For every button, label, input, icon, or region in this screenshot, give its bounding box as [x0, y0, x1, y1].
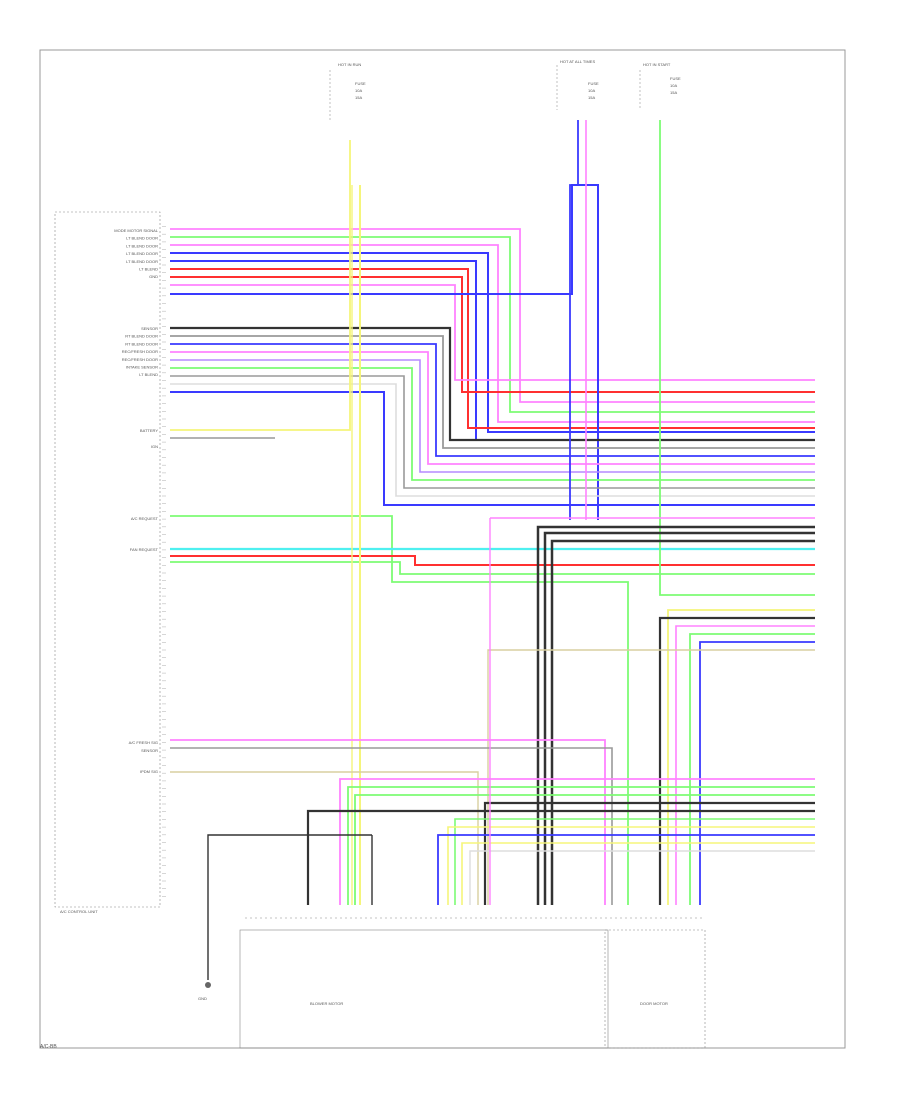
wire-blue: [170, 391, 815, 506]
wire-blue: [437, 834, 815, 905]
pin-label-top: LT BLEND DOOR: [126, 259, 158, 264]
wire-blue: [569, 120, 579, 520]
left-control-unit-box: [54, 211, 161, 908]
pin-label-mid: RT BLEND DOOR: [125, 341, 158, 346]
top-fuse-2-title: HOT AT ALL TIMES: [560, 59, 595, 64]
top-fuse-1-title: HOT IN RUN: [338, 62, 361, 67]
wire-gray: [170, 747, 613, 905]
pin-label-mid: SENSOR: [141, 326, 158, 331]
pin-label-mid: LT BLEND: [139, 372, 158, 377]
wire-black: [306, 809, 815, 905]
wire-blue: [170, 260, 815, 441]
left-unit-title: A/C CONTROL UNIT: [60, 909, 98, 914]
wire-violet: [170, 359, 815, 473]
wire-green: [170, 515, 629, 905]
wire-white: [170, 383, 815, 497]
wire-pink: [170, 284, 815, 381]
wire-tan: [170, 771, 479, 905]
wire-pink: [170, 228, 815, 403]
pin-label-top: LT BLEND DOOR: [126, 236, 158, 241]
pin-label-other: IPDM SIG: [140, 769, 158, 774]
wire-gray: [170, 375, 815, 489]
wire-yellow: [447, 826, 815, 905]
wire-green: [354, 794, 815, 905]
fuse-line: 10A: [355, 88, 362, 93]
pin-label-other: BATTERY: [140, 428, 158, 433]
wire-tan: [487, 649, 815, 905]
wire-pink: [170, 739, 606, 905]
wire-pink: [170, 351, 815, 465]
pin-label-mid: INTAKE SENSOR: [126, 365, 158, 370]
wire-gray: [170, 335, 815, 449]
pin-label-top: LT BLEND DOOR: [126, 243, 158, 248]
pin-label-other: A/C FRESH SIG: [129, 740, 158, 745]
fuse-line: 10A: [670, 83, 677, 88]
fuse-line: 15A: [355, 95, 362, 100]
wire-white: [469, 850, 815, 905]
component-layer: [54, 65, 706, 1049]
wire-green: [689, 633, 815, 905]
fuse-line: 15A: [670, 90, 677, 95]
wire-pink: [170, 244, 815, 423]
bottom-box-label-1: BLOWER MOTOR: [310, 1001, 343, 1006]
wire-pink: [339, 778, 815, 905]
pin-label-top: LT BLEND DOOR: [126, 251, 158, 256]
fuse-line: FUSE: [670, 76, 681, 81]
wire-red: [170, 555, 815, 566]
wire-yellow: [667, 609, 815, 905]
top-fuse-3-title: HOT IN START: [643, 62, 671, 67]
bottom-connector-box-right: [604, 929, 706, 1049]
ground-label: GND: [198, 996, 207, 1001]
pin-label-top: LT BLEND: [139, 267, 158, 272]
wire-ground: [207, 834, 372, 980]
wire-black: [483, 801, 815, 905]
wire-black: [543, 531, 815, 905]
bottom-box-label-2: DOOR MOTOR: [640, 1001, 668, 1006]
pin-label-other: FAN REQUEST: [130, 547, 159, 552]
fuse-line: FUSE: [355, 81, 366, 86]
pin-label-mid: REC/FRESH DOOR: [122, 349, 158, 354]
wire-blue: [699, 641, 815, 905]
wire-red: [170, 268, 815, 429]
pin-label-top: MODE MOTOR SIGNAL: [114, 228, 158, 233]
bottom-connector-box-left: [239, 929, 609, 1049]
ground-symbol: [205, 982, 211, 988]
fuse-line: 15A: [588, 95, 595, 100]
wire-green: [659, 120, 815, 596]
pin-label-mid: REC/FRESH DOOR: [122, 357, 158, 362]
label-layer: A/C CONTROL UNIT HOT IN RUN HOT AT ALL T…: [60, 59, 681, 1006]
wire-green: [170, 236, 815, 413]
wire-black: [658, 616, 815, 905]
pin-label-other: IGN: [151, 444, 158, 449]
wire-green: [170, 367, 815, 481]
wire-layer: [162, 120, 815, 980]
wire-yellow: [461, 842, 815, 905]
fuse-line: 10A: [588, 88, 595, 93]
fuse-line: FUSE: [588, 81, 599, 86]
wire-blue: [170, 252, 815, 433]
wire-green: [170, 561, 815, 575]
wire-pink: [675, 625, 815, 905]
wire-blue: [170, 343, 815, 457]
wire-green: [347, 786, 815, 905]
pin-label-other: A/C REQUEST: [131, 516, 159, 521]
wire-black: [170, 326, 815, 442]
footer-code: A/C-BB: [40, 1044, 57, 1050]
wire-black: [550, 539, 815, 905]
wire-red: [170, 276, 815, 393]
pin-label-other: SENSOR: [141, 748, 158, 753]
pin-label-mid: RT BLEND DOOR: [125, 334, 158, 339]
wire-green: [454, 818, 815, 905]
wire-yellow: [170, 140, 351, 431]
pin-label-top: GND: [149, 274, 158, 279]
